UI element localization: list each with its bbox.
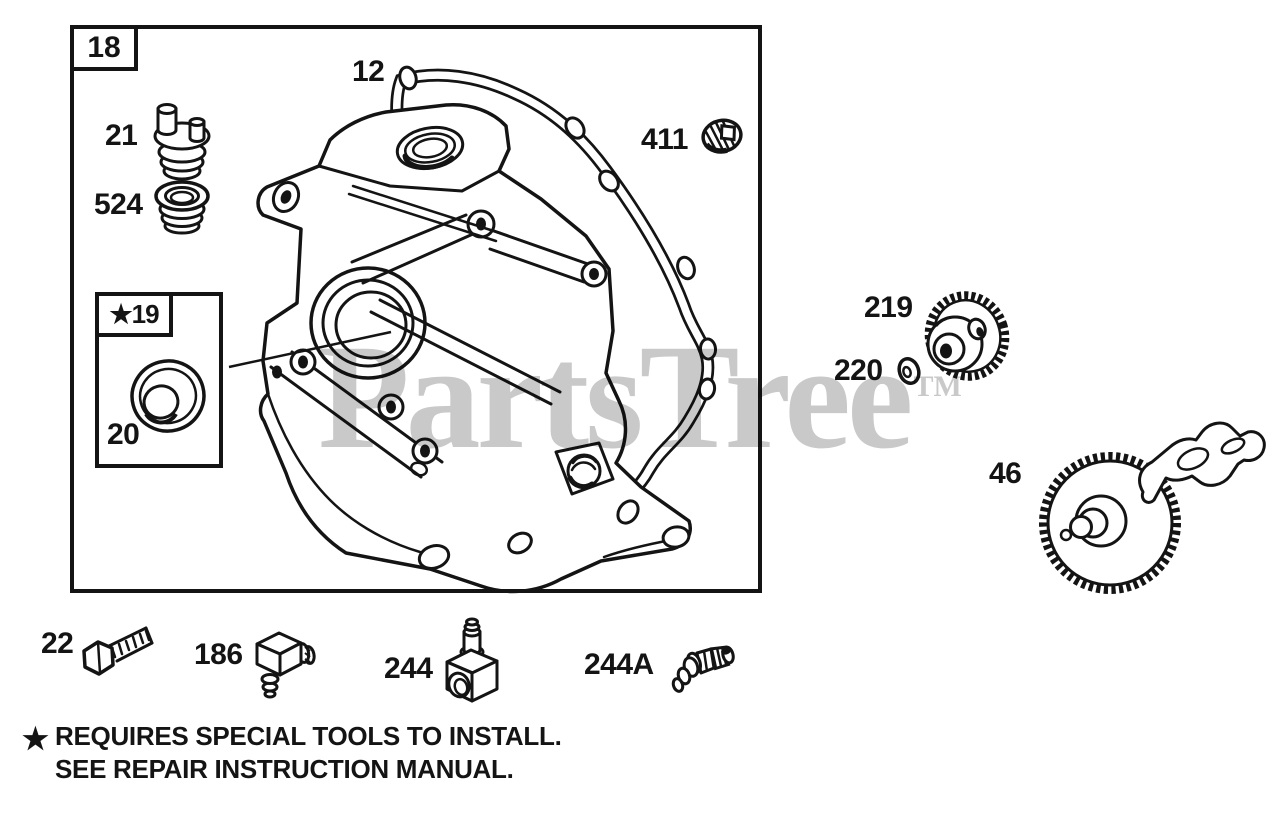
callout-12: 12 xyxy=(352,55,385,88)
part-46-drawing xyxy=(1039,421,1266,594)
footnote-line-1: REQUIRES SPECIAL TOOLS TO INSTALL. xyxy=(55,721,562,751)
part-220-drawing xyxy=(897,357,921,385)
part-21-drawing xyxy=(153,103,211,181)
footnote-line-2: SEE REPAIR INSTRUCTION MANUAL. xyxy=(55,754,514,784)
callout-22: 22 xyxy=(41,627,74,660)
callout-244a: 244A xyxy=(584,648,654,681)
part-244a-drawing xyxy=(671,645,735,693)
part-244-drawing xyxy=(445,617,499,703)
part-524-drawing xyxy=(154,180,210,235)
star-icon: ★ xyxy=(22,723,49,756)
inset-leader-line xyxy=(228,330,392,369)
callout-219: 219 xyxy=(864,291,913,324)
oil-seal-drawing xyxy=(130,359,206,433)
oil-fill-shade xyxy=(402,153,455,170)
crankcase-drawing xyxy=(256,102,692,594)
callout-220: 220 xyxy=(834,354,883,387)
callout-524: 524 xyxy=(94,188,143,221)
diagram-frame xyxy=(70,25,762,593)
callout-186: 186 xyxy=(194,638,243,671)
part-411-drawing xyxy=(701,118,743,154)
part-22-drawing xyxy=(82,626,154,676)
figure-number-box: 18 xyxy=(70,25,138,71)
drain-boss xyxy=(554,441,615,496)
callout-46: 46 xyxy=(989,457,1022,490)
part-219-drawing xyxy=(924,291,1010,381)
callout-411: 411 xyxy=(641,123,688,156)
callout-244: 244 xyxy=(384,652,433,685)
figure-number: 18 xyxy=(87,31,121,64)
callout-21: 21 xyxy=(105,119,138,152)
footnote: ★ REQUIRES SPECIAL TOOLS TO INSTALL. SEE… xyxy=(22,720,562,786)
callout-19: ★19 xyxy=(109,299,159,329)
special-tools-part-box: ★19 xyxy=(95,292,173,337)
part-186-drawing xyxy=(255,631,316,699)
callout-20: 20 xyxy=(107,418,140,451)
